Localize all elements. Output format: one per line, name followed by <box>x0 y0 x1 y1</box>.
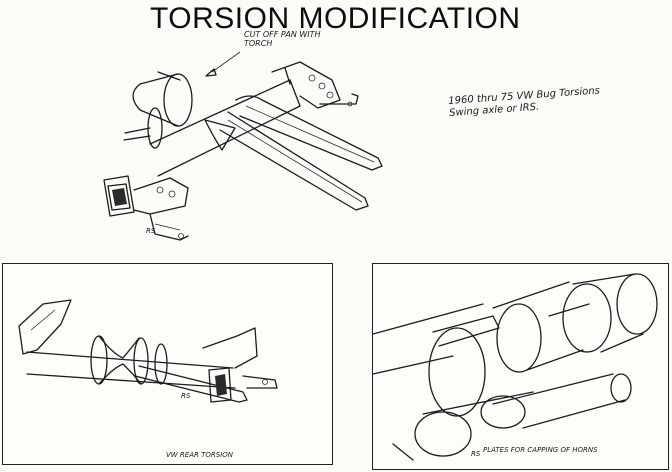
callout-line-1: CUT OFF PAN WITH <box>244 30 321 39</box>
panel-rear-torsion: RS <box>2 263 333 465</box>
artist-initials-right: RS <box>471 450 481 458</box>
page-title: TORSION MODIFICATION <box>150 2 521 35</box>
callout-line-2: TORCH <box>244 39 273 48</box>
callout-cut-pan: CUT OFF PAN WITH TORCH <box>244 30 321 48</box>
caption-horn-plates: PLATES FOR CAPPING OF HORNS <box>483 446 598 454</box>
panel-horn-plates: RS <box>372 263 669 470</box>
main-torsion-illustration <box>103 51 383 241</box>
artist-initials-left: RS <box>181 392 191 400</box>
caption-rear-torsion: VW REAR TORSION <box>166 451 234 459</box>
rear-torsion-illustration <box>18 299 278 403</box>
horn-plates-illustration <box>373 273 658 461</box>
artist-initials-top: RS <box>146 227 156 235</box>
